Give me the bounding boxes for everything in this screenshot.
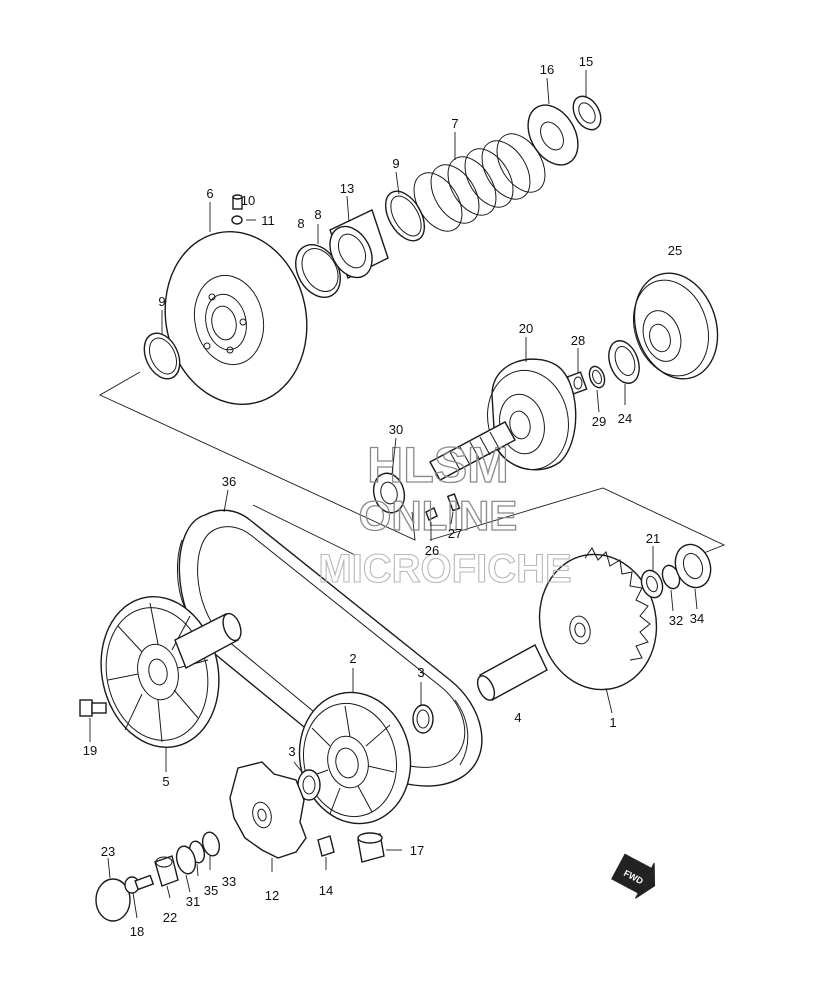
callout-11: 11 [261, 213, 275, 228]
part-29-washer [588, 365, 606, 389]
part-25-clutch-shoe [633, 272, 719, 380]
callout-7: 7 [451, 116, 458, 131]
part-5-driven-face [100, 595, 242, 749]
callout-8-upper: 8 [314, 207, 321, 222]
part-13-collar [329, 209, 389, 279]
part-20-clutch-housing [429, 358, 577, 481]
callout-33: 33 [222, 874, 236, 889]
watermark-line-3: MICROFICHE [318, 547, 571, 591]
callout-6: 6 [206, 186, 213, 201]
watermark-line-2: ONLINE [359, 492, 518, 539]
part-15-nut [572, 95, 602, 131]
callout-24: 24 [618, 411, 632, 426]
callout-12: 12 [265, 888, 279, 903]
part-9-ring-right [384, 190, 426, 242]
callout-26: 26 [425, 543, 439, 558]
callout-28: 28 [571, 333, 585, 348]
part-1-fixed-drive-face [538, 547, 658, 691]
part-19-bolt [79, 699, 107, 717]
fwd-arrow-badge: FWD [611, 853, 656, 899]
callout-15: 15 [579, 54, 593, 69]
part-7-spring [413, 133, 546, 232]
part-27-stud [446, 493, 461, 512]
callout-25: 25 [668, 243, 682, 258]
callout-32: 32 [669, 613, 683, 628]
callout-27: 27 [448, 526, 462, 541]
callout-1: 1 [609, 715, 616, 730]
callout-18: 18 [130, 924, 144, 939]
part-23-cap [95, 878, 131, 922]
callout-8-lower: 8 [297, 216, 304, 231]
callout-16: 16 [540, 62, 554, 77]
part-33-ring [201, 831, 221, 857]
part-21-spacer [640, 569, 664, 599]
callout-2: 2 [349, 651, 356, 666]
part-6-drive-face [164, 230, 308, 406]
callout-13: 13 [340, 181, 354, 196]
part-24-bearing [608, 340, 640, 384]
part-30-oil-seal [372, 472, 406, 514]
part-9-ring-left [143, 332, 181, 380]
part-31-oring [175, 845, 197, 875]
callout-4: 4 [514, 710, 521, 725]
callout-10: 10 [241, 193, 255, 208]
callout-19: 19 [83, 743, 97, 758]
part-11-nut [231, 215, 243, 225]
part-14-slider [317, 835, 335, 857]
callout-22: 22 [163, 910, 177, 925]
callout-3-upper: 3 [417, 665, 424, 680]
leader-lines [89, 70, 698, 919]
callout-35: 35 [204, 883, 218, 898]
callout-3-lower: 3 [288, 744, 295, 759]
part-22-collar [154, 855, 179, 887]
part-10-pin [232, 194, 243, 210]
callout-30: 30 [389, 422, 403, 437]
callout-20: 20 [519, 321, 533, 336]
callout-29: 29 [592, 414, 606, 429]
callout-36: 36 [222, 474, 236, 489]
callout-21: 21 [646, 531, 660, 546]
callout-23: 23 [101, 844, 115, 859]
watermark-line-1: HLSM [367, 437, 509, 493]
part-12-movable-driven-face [229, 761, 307, 859]
part-36-v-belt [176, 509, 483, 787]
part-17-collar [357, 832, 385, 863]
callout-31: 31 [186, 894, 200, 909]
part-18-bolt [124, 874, 155, 894]
part-16-spring-seat [527, 104, 579, 166]
callout-9-left: 9 [158, 294, 165, 309]
part-34-oil-seal [674, 543, 712, 589]
callout-14: 14 [319, 883, 333, 898]
callout-34: 34 [690, 611, 704, 626]
callout-9-right: 9 [392, 156, 399, 171]
part-26-key [425, 507, 438, 521]
part-4-sleeve [476, 644, 548, 701]
watermark: HLSM ONLINE MICROFICHE [318, 436, 572, 591]
callout-17: 17 [410, 843, 424, 858]
part-2-driven-pulley [298, 691, 412, 825]
callout-5: 5 [162, 774, 169, 789]
callout-labels: 1 2 3 3 4 5 6 7 8 8 9 9 10 11 12 13 14 1… [83, 54, 704, 939]
part-3-bearing-right [412, 704, 434, 734]
